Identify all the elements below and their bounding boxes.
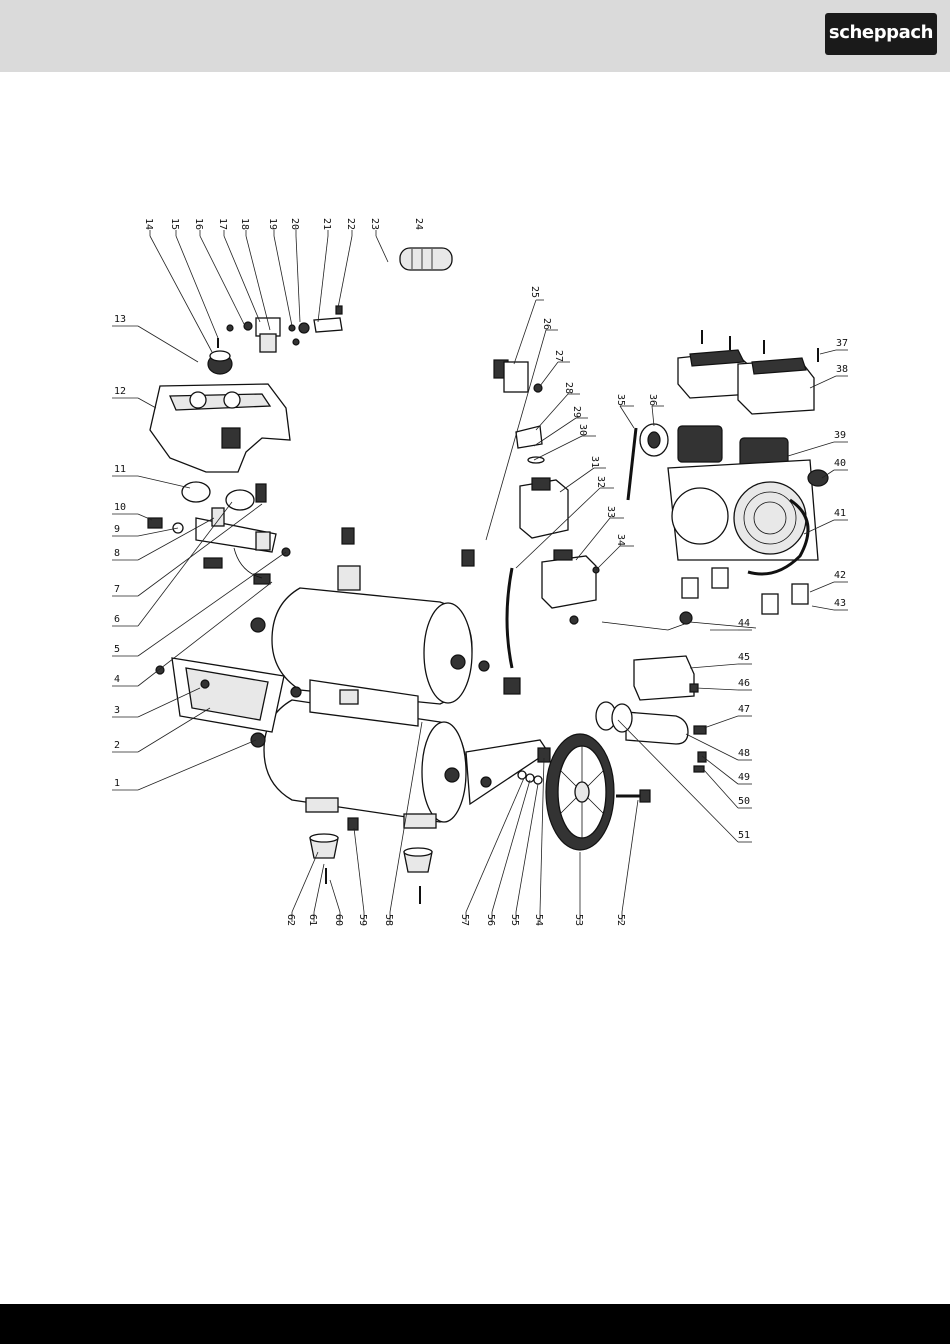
part-label: 47: [738, 704, 750, 715]
motor-parts: [596, 656, 706, 772]
wheel: [546, 734, 614, 850]
pressure-switch: [494, 360, 544, 463]
pump-covers: [678, 330, 818, 414]
top-cover: [150, 384, 290, 472]
part-label: 24: [413, 218, 424, 230]
part-label: 23: [369, 218, 380, 230]
part-label: 9: [114, 524, 120, 535]
compressor-pump: [602, 424, 828, 630]
part-label: 54: [533, 914, 544, 926]
part-label: 8: [114, 548, 120, 559]
part-label: 57: [459, 914, 470, 926]
wheel-bolt: [616, 790, 650, 802]
part-label: 41: [834, 508, 846, 519]
upper-air-tank: [251, 566, 472, 704]
part-label: 44: [738, 618, 750, 629]
part-label: 20: [289, 218, 300, 230]
part-label: 50: [738, 796, 750, 807]
washers: [518, 771, 542, 784]
part-label: 52: [615, 914, 626, 926]
part-label: 31: [589, 456, 600, 468]
part-label: 42: [834, 570, 846, 581]
part-label: 22: [345, 218, 356, 230]
part-label: 10: [114, 502, 126, 513]
pressure-switch-parts: [227, 306, 342, 352]
part-label: 18: [239, 218, 250, 230]
part-label: 56: [485, 914, 496, 926]
part-label: 2: [114, 740, 120, 751]
part-label: 27: [553, 350, 564, 362]
part-label: 59: [357, 914, 368, 926]
part-label: 21: [321, 218, 332, 230]
part-label: 35: [615, 394, 626, 406]
part-label: 58: [383, 914, 394, 926]
part-label: 49: [738, 772, 750, 783]
part-label: 3: [114, 705, 120, 716]
part-label: 48: [738, 748, 750, 759]
part-label: 19: [267, 218, 278, 230]
part-label: 28: [563, 382, 574, 394]
part-label: 39: [834, 430, 846, 441]
handle-grip: [400, 248, 452, 270]
part-label: 43: [834, 598, 846, 609]
part-label: 46: [738, 678, 750, 689]
part-label: 53: [573, 914, 584, 926]
part-label: 33: [605, 506, 616, 518]
part-label: 32: [595, 476, 606, 488]
part-label: 7: [114, 584, 120, 595]
part-label: 15: [169, 218, 180, 230]
part-label: 40: [834, 458, 846, 469]
part-label: 37: [836, 338, 848, 349]
part-label: 11: [114, 464, 126, 475]
part-label: 60: [333, 914, 344, 926]
pressure-knob: [208, 338, 232, 374]
start-relay: [520, 478, 599, 608]
part-label: 34: [615, 534, 626, 546]
part-label: 13: [114, 314, 126, 325]
rubber-feet: [310, 818, 432, 904]
part-label: 16: [193, 218, 204, 230]
part-label: 4: [114, 674, 120, 685]
part-label: 12: [114, 386, 126, 397]
handle-frame: [342, 262, 486, 566]
part-label: 26: [541, 318, 552, 330]
part-label: 6: [114, 614, 120, 625]
part-label: 61: [307, 914, 318, 926]
part-label: 14: [143, 218, 154, 230]
part-label: 29: [571, 406, 582, 418]
part-label: 62: [285, 914, 296, 926]
part-label: 36: [647, 394, 658, 406]
part-label: 30: [577, 424, 588, 436]
part-label: 51: [738, 830, 750, 841]
part-label: 55: [509, 914, 520, 926]
part-label: 25: [529, 286, 540, 298]
part-label: 38: [836, 364, 848, 375]
part-label: 5: [114, 644, 120, 655]
part-label: 17: [217, 218, 228, 230]
lower-air-tank: [251, 700, 466, 828]
manifold-gauges: [148, 482, 290, 584]
axle-foot: [466, 740, 550, 804]
part-label: 1: [114, 778, 120, 789]
footer-band: [0, 1304, 950, 1344]
part-label: 45: [738, 652, 750, 663]
